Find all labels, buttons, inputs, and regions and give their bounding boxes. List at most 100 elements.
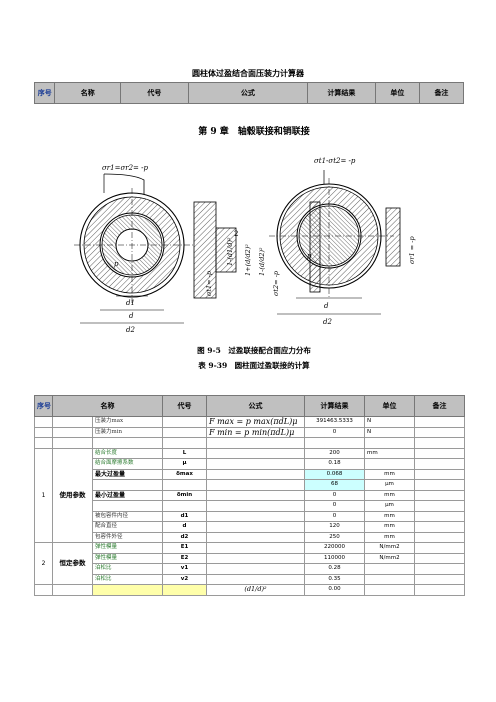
row-unit: mm xyxy=(364,489,415,501)
table-row: 泊松比 v2 0.35 xyxy=(35,573,465,585)
label-p-right: p xyxy=(307,252,312,260)
header-formula: 公式 xyxy=(187,82,309,104)
left-stress-label: σr1=σr2= -p xyxy=(102,164,148,172)
calculation-table: 序号 名称 代号 公式 计算结果 单位 备注 压装力max F max = p … xyxy=(34,395,465,596)
row-name: 泊松比 xyxy=(92,573,163,585)
group-name: 恒定参数 xyxy=(52,542,93,585)
row-unit: mm xyxy=(364,468,415,480)
right-assembly-drawing: p xyxy=(269,178,394,298)
row-result[interactable]: 220000 xyxy=(304,542,365,554)
row-formula: (d1/d)² xyxy=(206,584,305,596)
row-result[interactable]: 0 xyxy=(304,489,365,501)
sigma-r1-label: σr1 = -p xyxy=(408,236,416,264)
row-result[interactable]: 0.35 xyxy=(304,573,365,585)
calc-header-seq: 序号 xyxy=(34,395,53,417)
number-2: 2 xyxy=(234,230,238,238)
row-unit: μm xyxy=(364,479,415,491)
label-d2-right: d2 xyxy=(323,318,332,326)
row-name: 结合长度 xyxy=(92,447,163,459)
row-unit: mm xyxy=(364,510,415,522)
calc-header-name: 名称 xyxy=(52,395,163,417)
header-unit: 单位 xyxy=(374,82,420,104)
row-code: E1 xyxy=(162,542,207,554)
sigma-t2-label: σt2= -p xyxy=(272,270,280,296)
row-name: 被包容件内径 xyxy=(92,510,163,522)
row-code: d xyxy=(162,521,207,533)
row-result[interactable]: 0.068 xyxy=(304,468,365,480)
row-name: 包容件外径 xyxy=(92,531,163,543)
calc-header-result: 计算结果 xyxy=(304,395,365,417)
header-name: 名称 xyxy=(54,82,121,104)
header-seq: 序号 xyxy=(33,82,56,104)
sigma-t1-label: σt1= -p xyxy=(205,270,213,296)
table-row: 弹性模量 E2 110000 N/mm2 xyxy=(35,552,465,564)
row-formula: F min = p min(πdL)μ xyxy=(206,426,305,438)
row-result[interactable]: 391463.5333 xyxy=(304,416,365,428)
group-seq: 1 xyxy=(34,447,53,543)
row-result[interactable]: 0.18 xyxy=(304,458,365,470)
table-caption: 表 9-39 圆柱面过盈联接的计算 xyxy=(198,360,310,370)
row-name: 泊松比 xyxy=(92,563,163,575)
row-unit: N xyxy=(364,416,415,428)
row-result[interactable]: 68 xyxy=(304,479,365,491)
row-result[interactable]: 200 xyxy=(304,447,365,459)
table-row xyxy=(34,437,465,449)
table-row: 配合直径 d 120 mm xyxy=(35,521,465,533)
row-code: δmin xyxy=(162,489,207,501)
row-result[interactable]: 120 xyxy=(304,521,365,533)
header-code: 代号 xyxy=(120,82,189,104)
table-row: 包容件外径 d2 250 mm xyxy=(35,531,465,543)
row-unit: mm xyxy=(364,521,415,533)
calc-header-formula: 公式 xyxy=(206,395,305,417)
row-result[interactable]: 0 xyxy=(304,510,365,522)
calc-header-unit: 单位 xyxy=(364,395,415,417)
row-unit: N/mm2 xyxy=(364,552,415,564)
right-stress-label: σt1-σt2= -p xyxy=(314,157,356,165)
left-assembly-drawing: p xyxy=(74,188,194,303)
fraction-b: 1+(d/d2)² xyxy=(244,244,252,276)
row-result[interactable]: 0 xyxy=(304,426,365,438)
row-name: 结合面摩擦系数 xyxy=(92,458,163,470)
table-row: 被包容件内径 d1 0 mm xyxy=(35,510,465,522)
row-code: L xyxy=(162,447,207,459)
row-result[interactable]: 0 xyxy=(304,500,365,512)
row-code: E2 xyxy=(162,552,207,564)
row-name: 压装力min xyxy=(92,426,163,438)
row-name: 配合直径 xyxy=(92,521,163,533)
table-row: 最大过盈量 δmax 0.068 mm xyxy=(35,468,465,480)
table-row: 68 μm xyxy=(35,479,465,491)
group-name: 使用参数 xyxy=(52,447,93,543)
table-row: (d1/d)² 0.00 xyxy=(34,584,465,596)
table-row: 泊松比 v1 0.28 xyxy=(35,563,465,575)
row-result[interactable]: 0.00 xyxy=(304,584,365,596)
row-unit: μm xyxy=(364,500,415,512)
group-seq: 2 xyxy=(34,542,53,585)
label-d2-left: d2 xyxy=(126,326,135,334)
label-d-left: d xyxy=(129,312,134,320)
row-unit: mm xyxy=(364,531,415,543)
table-row: 最小过盈量 δmin 0 mm xyxy=(35,489,465,501)
document-title: 圆柱体过盈结合面压装力计算器 xyxy=(192,69,304,78)
row-result[interactable]: 110000 xyxy=(304,552,365,564)
calc-header-row: 序号 名称 代号 公式 计算结果 单位 备注 xyxy=(34,395,465,417)
row-name: 压装力max xyxy=(92,416,163,428)
row-result[interactable]: 250 xyxy=(304,531,365,543)
label-d1: d1 xyxy=(126,299,135,307)
table-row: 压装力min F min = p min(πdL)μ 0 N xyxy=(34,426,465,438)
top-header-table: 序号 名称 代号 公式 计算结果 单位 备注 xyxy=(33,82,465,104)
row-name: 弹性模量 xyxy=(92,542,163,554)
row-code: μ xyxy=(162,458,207,470)
header-note: 备注 xyxy=(418,82,465,104)
stress-distribution-figure: 第 9 章 轴毂联接和销联接 σr1=σr2= -p p d1 d d2 σt1… xyxy=(74,125,416,370)
calc-header-code: 代号 xyxy=(162,395,207,417)
row-unit: mm xyxy=(364,447,415,459)
row-name: 弹性模量 xyxy=(92,552,163,564)
row-unit: N xyxy=(364,426,415,438)
row-formula: F max = p max(πdL)μ xyxy=(206,416,305,428)
table-row: 结合面摩擦系数 μ 0.18 xyxy=(35,458,465,470)
table-row: 2 恒定参数 弹性模量 E1 220000 N/mm2 xyxy=(34,542,465,585)
fraction-c: 1-(d/d2)² xyxy=(258,247,266,276)
row-code: v2 xyxy=(162,573,207,585)
row-result[interactable]: 0.28 xyxy=(304,563,365,575)
row-code: v1 xyxy=(162,563,207,575)
